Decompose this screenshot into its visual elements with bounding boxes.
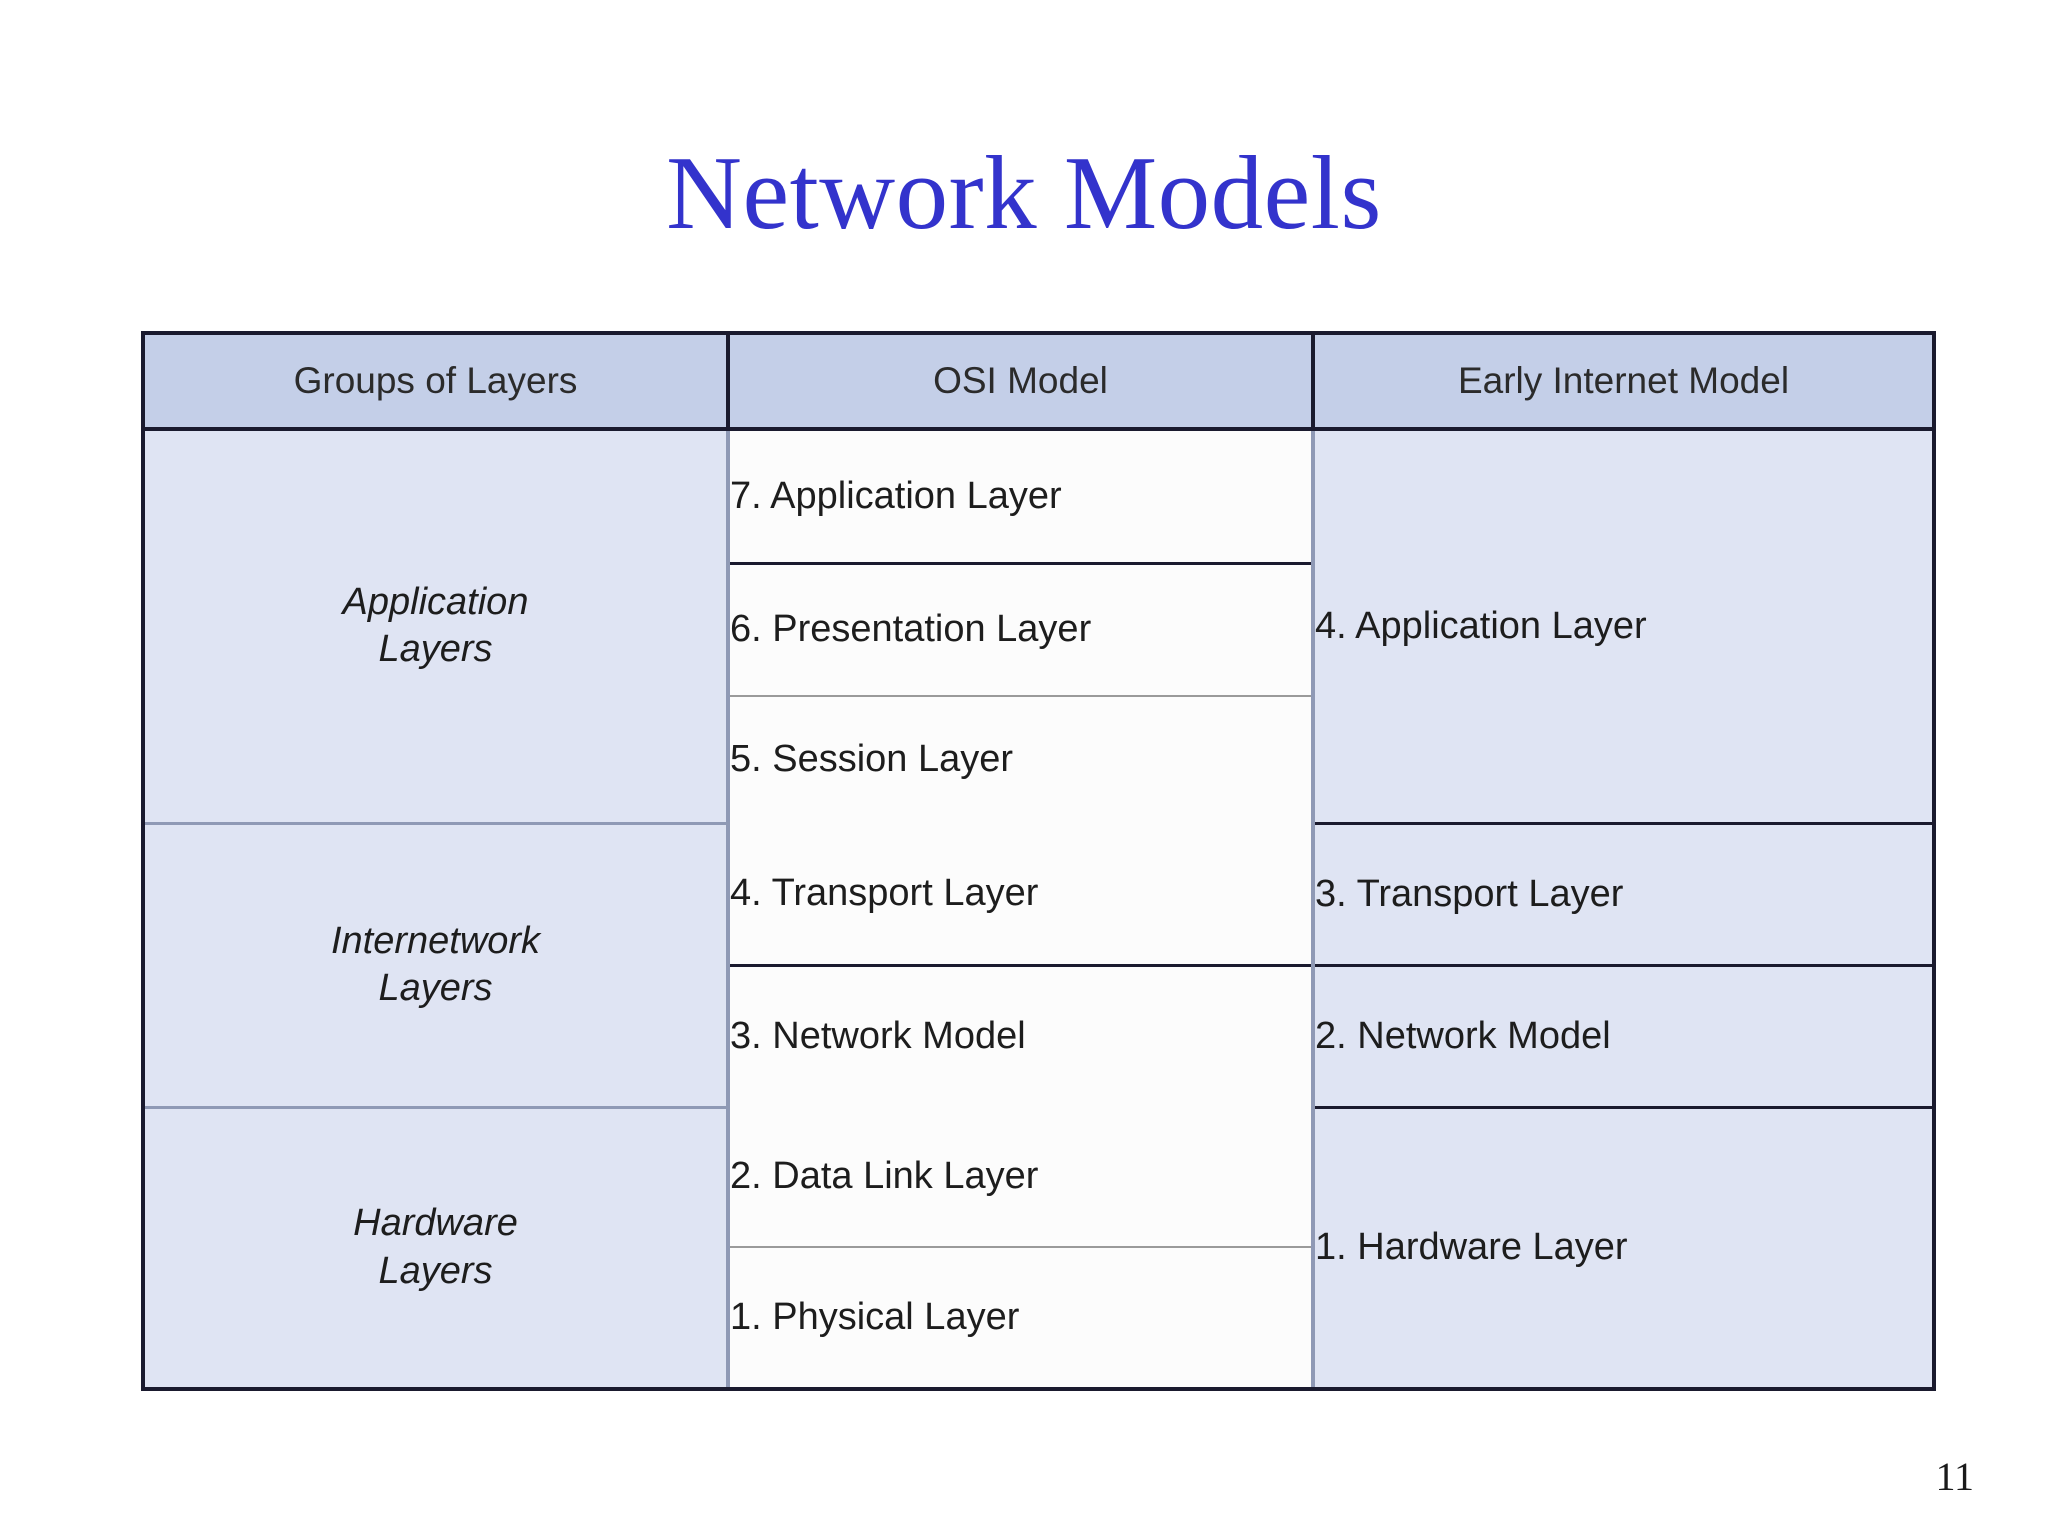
table-row: Hardware Layers 2. Data Link Layer 1. Ha… [145, 1107, 1932, 1387]
table-header-row: Groups of Layers OSI Model Early Interne… [145, 335, 1932, 431]
page-title: Network Models [666, 134, 1382, 251]
table-row: 6. Presentation Layer [145, 563, 1932, 697]
osi-layer-4: 4. Transport Layer [728, 823, 1315, 967]
early-layer-3: 3. Transport Layer [1313, 823, 1932, 967]
group-label-line2: Layers [378, 1249, 493, 1292]
group-label-line1: Hardware [353, 1202, 518, 1245]
osi-layer-3: 3. Network Model [728, 965, 1315, 1108]
group-cell-application: Application Layers [145, 429, 730, 825]
table-row: Internetwork Layers 4. Transport Layer 3… [145, 823, 1932, 1109]
table-row: 1. Physical Layer [145, 1247, 1932, 1387]
osi-layer-1: 1. Physical Layer [728, 1247, 1315, 1387]
osi-layer-7: 7. Application Layer [728, 429, 1315, 566]
column-header-osi: OSI Model [728, 335, 1315, 431]
osi-layer-2: 2. Data Link Layer [728, 1107, 1315, 1249]
osi-layer-6: 6. Presentation Layer [728, 563, 1315, 697]
page-number: 11 [1935, 1454, 1974, 1499]
early-layer-1: 1. Hardware Layer [1313, 1107, 1932, 1387]
early-layer-2: 2. Network Model [1313, 965, 1932, 1109]
group-label-line1: Application [342, 580, 529, 623]
column-header-early: Early Internet Model [1313, 335, 1932, 431]
group-label-line1: Internetwork [330, 919, 541, 962]
early-layer-4: 4. Application Layer [1313, 429, 1932, 825]
group-label-line2: Layers [378, 628, 493, 671]
group-cell-hardware: Hardware Layers [145, 1107, 730, 1387]
table-row: 3. Network Model 2. Network Model [145, 965, 1932, 1109]
table-row: Application Layers 7. Application Layer … [145, 429, 1932, 825]
osi-layer-5: 5. Session Layer [728, 695, 1315, 824]
group-cell-internetwork: Internetwork Layers [145, 823, 730, 1109]
group-label-line2: Layers [378, 967, 493, 1010]
table: Groups of Layers OSI Model Early Interne… [145, 335, 1932, 1387]
network-models-table: Groups of Layers OSI Model Early Interne… [141, 331, 1936, 1391]
column-header-groups: Groups of Layers [145, 335, 730, 431]
table-row: 5. Session Layer [145, 695, 1932, 824]
